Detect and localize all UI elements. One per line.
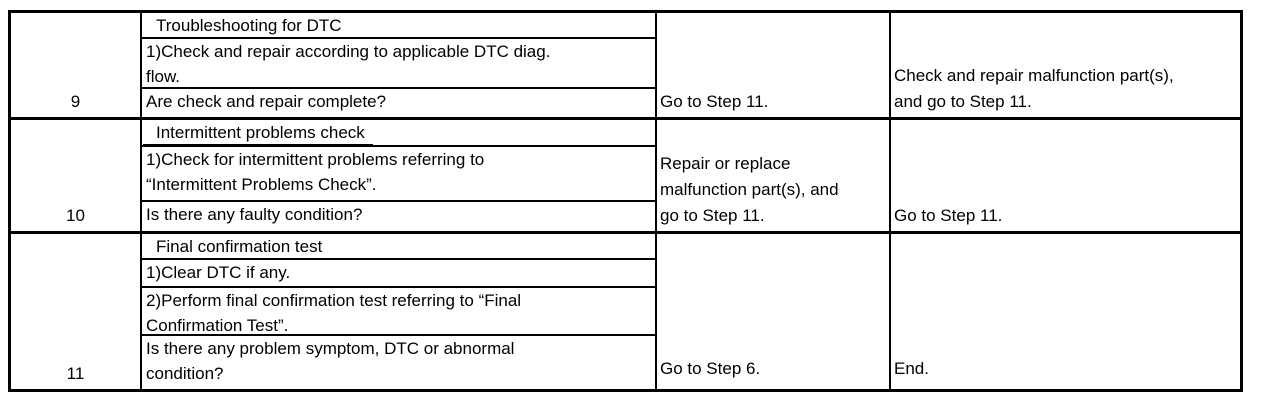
no-cell: Check and repair malfunction part(s),and… <box>891 13 1240 117</box>
yes-text: Go to Step 6. <box>660 359 761 378</box>
action-question: Is there any problem symptom, DTC or abn… <box>146 339 515 383</box>
action-title-text: Final confirmation test <box>143 236 330 258</box>
diagnostic-step-table: 9 Troubleshooting for DTC 1)Check and re… <box>8 10 1243 392</box>
action-title-text: Intermittent problems check <box>143 122 373 145</box>
yes-cell: Go to Step 11. <box>657 13 891 117</box>
action-instruction: 1)Check and repair according to applicab… <box>142 39 655 89</box>
table-row-step-11: 11 Final confirmation test 1)Clear DTC i… <box>11 234 1240 389</box>
yes-text: Go to Step 11. <box>660 92 769 111</box>
action-title: Final confirmation test <box>142 234 655 260</box>
action-instruction: 1)Check for intermittent problems referr… <box>142 147 655 202</box>
no-text: Check and repair malfunction part(s),and… <box>894 66 1174 111</box>
step-number-cell: 10 <box>11 120 142 231</box>
action-title-text: Troubleshooting for DTC <box>143 15 350 37</box>
action-cell: Troubleshooting for DTC 1)Check and repa… <box>142 13 657 117</box>
action-title: Intermittent problems check <box>142 120 655 147</box>
action-question: Are check and repair complete? <box>146 92 387 111</box>
step-number: 9 <box>70 92 81 111</box>
no-cell: End. <box>891 234 1240 389</box>
yes-cell: Go to Step 6. <box>657 234 891 389</box>
action-instruction: 2)Perform final confirmation test referr… <box>142 288 655 336</box>
no-text: End. <box>894 359 929 378</box>
step-number-cell: 11 <box>11 234 142 389</box>
no-cell: Go to Step 11. <box>891 120 1240 231</box>
action-cell: Intermittent problems check 1)Check for … <box>142 120 657 231</box>
step-number-cell: 9 <box>11 13 142 117</box>
step-number: 11 <box>66 364 85 383</box>
action-instruction: 1)Clear DTC if any. <box>142 260 655 288</box>
step-number: 10 <box>66 206 85 225</box>
action-cell: Final confirmation test 1)Clear DTC if a… <box>142 234 657 389</box>
no-text: Go to Step 11. <box>894 206 1003 225</box>
action-title: Troubleshooting for DTC <box>142 13 655 39</box>
table-row-step-10: 10 Intermittent problems check 1)Check f… <box>11 120 1240 234</box>
table-row-step-9: 9 Troubleshooting for DTC 1)Check and re… <box>11 13 1240 120</box>
action-question: Is there any faulty condition? <box>146 205 363 224</box>
